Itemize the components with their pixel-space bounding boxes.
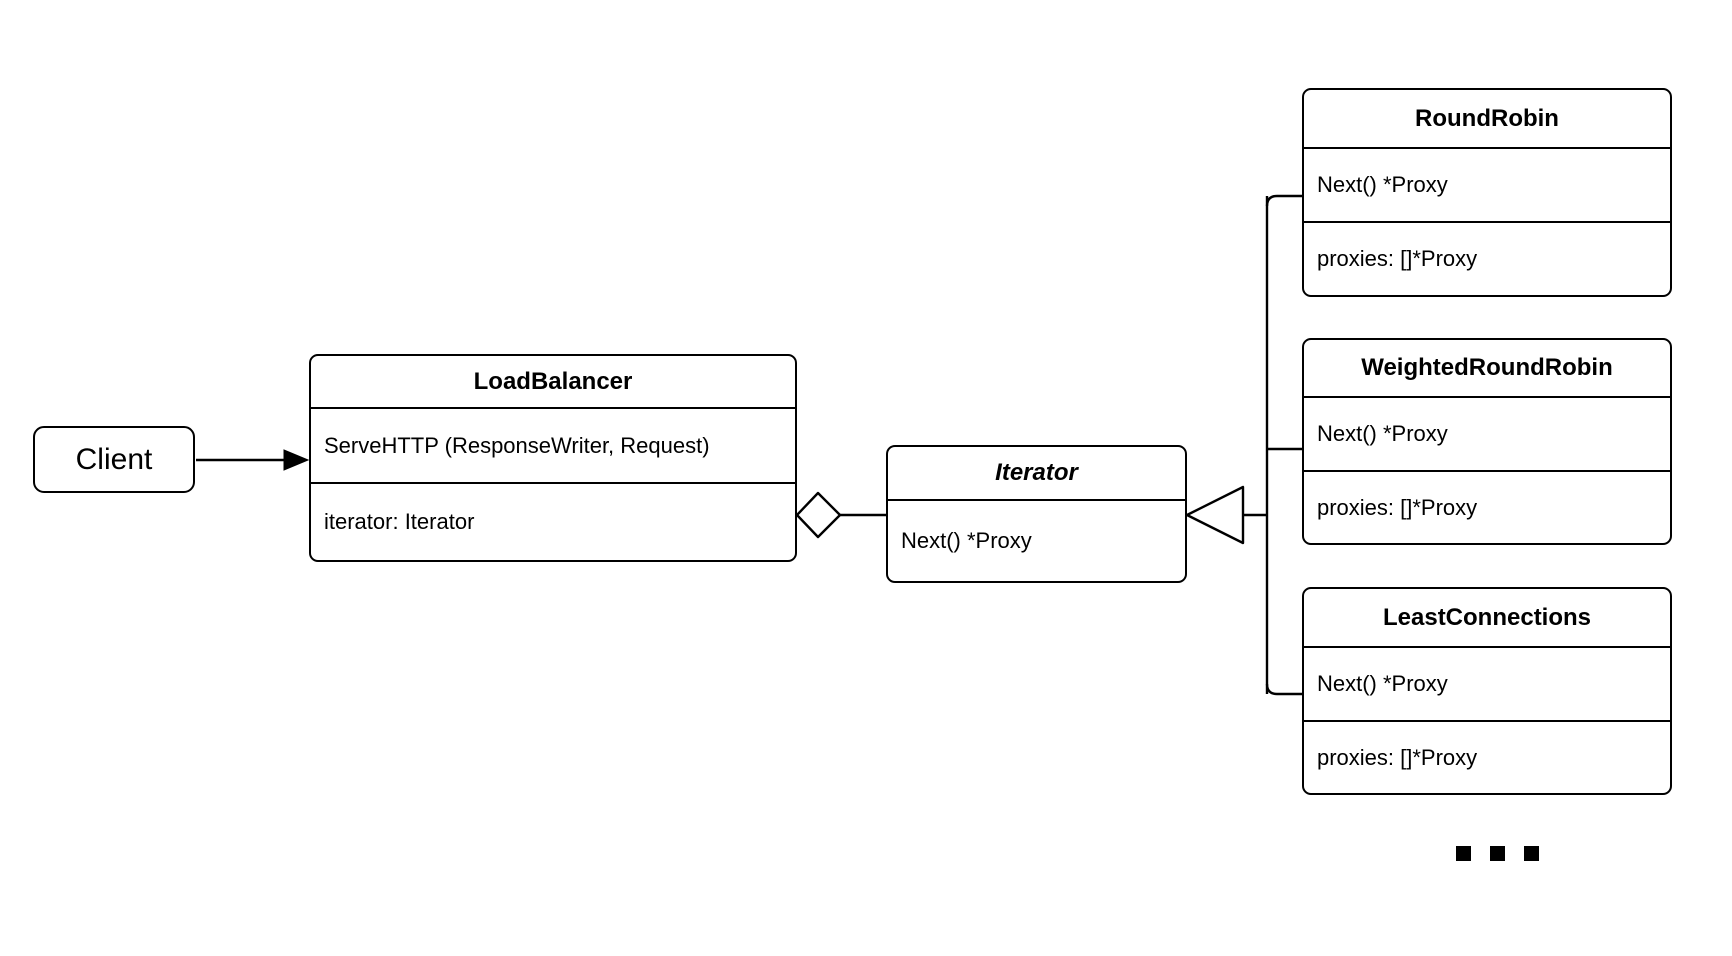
node-weightedroundrobin[interactable]: WeightedRoundRobin Next() *Proxy proxies… — [1302, 338, 1672, 545]
roundrobin-field-proxies: proxies: []*Proxy — [1304, 221, 1670, 295]
weightedroundrobin-field-proxies: proxies: []*Proxy — [1304, 470, 1670, 543]
roundrobin-method-next: Next() *Proxy — [1304, 147, 1670, 221]
more-implementations-ellipsis — [1456, 846, 1539, 861]
loadbalancer-method-servehttp: ServeHTTP (ResponseWriter, Request) — [311, 407, 795, 482]
roundrobin-title: RoundRobin — [1415, 104, 1559, 132]
filled-arrow-icon — [283, 449, 310, 471]
hollow-diamond-icon — [795, 491, 842, 539]
node-loadbalancer[interactable]: LoadBalancer ServeHTTP (ResponseWriter, … — [309, 354, 797, 562]
weightedroundrobin-method-next: Next() *Proxy — [1304, 396, 1670, 470]
leastconnections-field-proxies: proxies: []*Proxy — [1304, 720, 1670, 793]
weightedroundrobin-title: WeightedRoundRobin — [1361, 354, 1613, 381]
loadbalancer-field-iterator: iterator: Iterator — [311, 482, 795, 560]
iterator-title: Iterator — [995, 459, 1078, 486]
edge-loadbalancer-to-iterator — [795, 491, 886, 539]
node-client-label: Client — [75, 442, 153, 476]
leastconnections-title: LeastConnections — [1382, 603, 1592, 631]
edge-branch-leastconnections — [1265, 683, 1302, 696]
hollow-triangle-icon — [1185, 485, 1245, 545]
leastconnections-method-next: Next() *Proxy — [1304, 646, 1670, 720]
node-iterator[interactable]: Iterator Next() *Proxy — [886, 445, 1187, 583]
node-client[interactable]: Client — [33, 426, 195, 493]
ellipsis-dot-2 — [1490, 846, 1505, 861]
node-leastconnections[interactable]: LeastConnections Next() *Proxy proxies: … — [1302, 587, 1672, 795]
node-roundrobin[interactable]: RoundRobin Next() *Proxy proxies: []*Pro… — [1302, 88, 1672, 297]
ellipsis-dot-3 — [1524, 846, 1539, 861]
iterator-method-next: Next() *Proxy — [888, 499, 1185, 581]
ellipsis-dot-1 — [1456, 846, 1471, 861]
edge-realization-tree — [1185, 194, 1302, 696]
edge-client-to-loadbalancer — [196, 449, 310, 471]
loadbalancer-title: LoadBalancer — [473, 367, 633, 395]
edge-branch-roundrobin — [1265, 194, 1302, 207]
